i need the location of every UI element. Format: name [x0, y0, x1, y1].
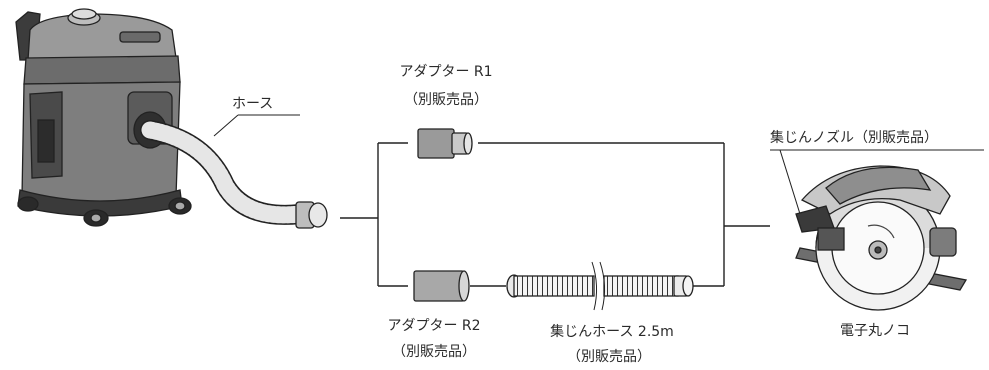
dust-hose-label: 集じんホース 2.5m	[550, 324, 674, 340]
adapter-r2-label: アダプター R2	[387, 318, 481, 334]
hose-icon	[140, 120, 328, 229]
vacuum-cleaner-icon	[15, 8, 192, 227]
circular-saw-icon	[795, 165, 968, 311]
connection-lines	[340, 142, 770, 287]
hose-label: ホース	[232, 96, 274, 112]
adapter-r2-icon	[413, 270, 470, 302]
adapter-r1-icon	[417, 128, 473, 159]
adapter-r2-note: （別販売品）	[392, 344, 476, 360]
adapter-r1-note: （別販売品）	[404, 92, 488, 108]
dust-hose-note: （別販売品）	[567, 349, 651, 365]
adapter-r1-label: アダプター R1	[399, 64, 493, 80]
nozzle-label: 集じんノズル（別販売品）	[770, 130, 938, 146]
saw-label: 電子丸ノコ	[840, 323, 910, 339]
dust-hose-icon	[506, 261, 694, 311]
